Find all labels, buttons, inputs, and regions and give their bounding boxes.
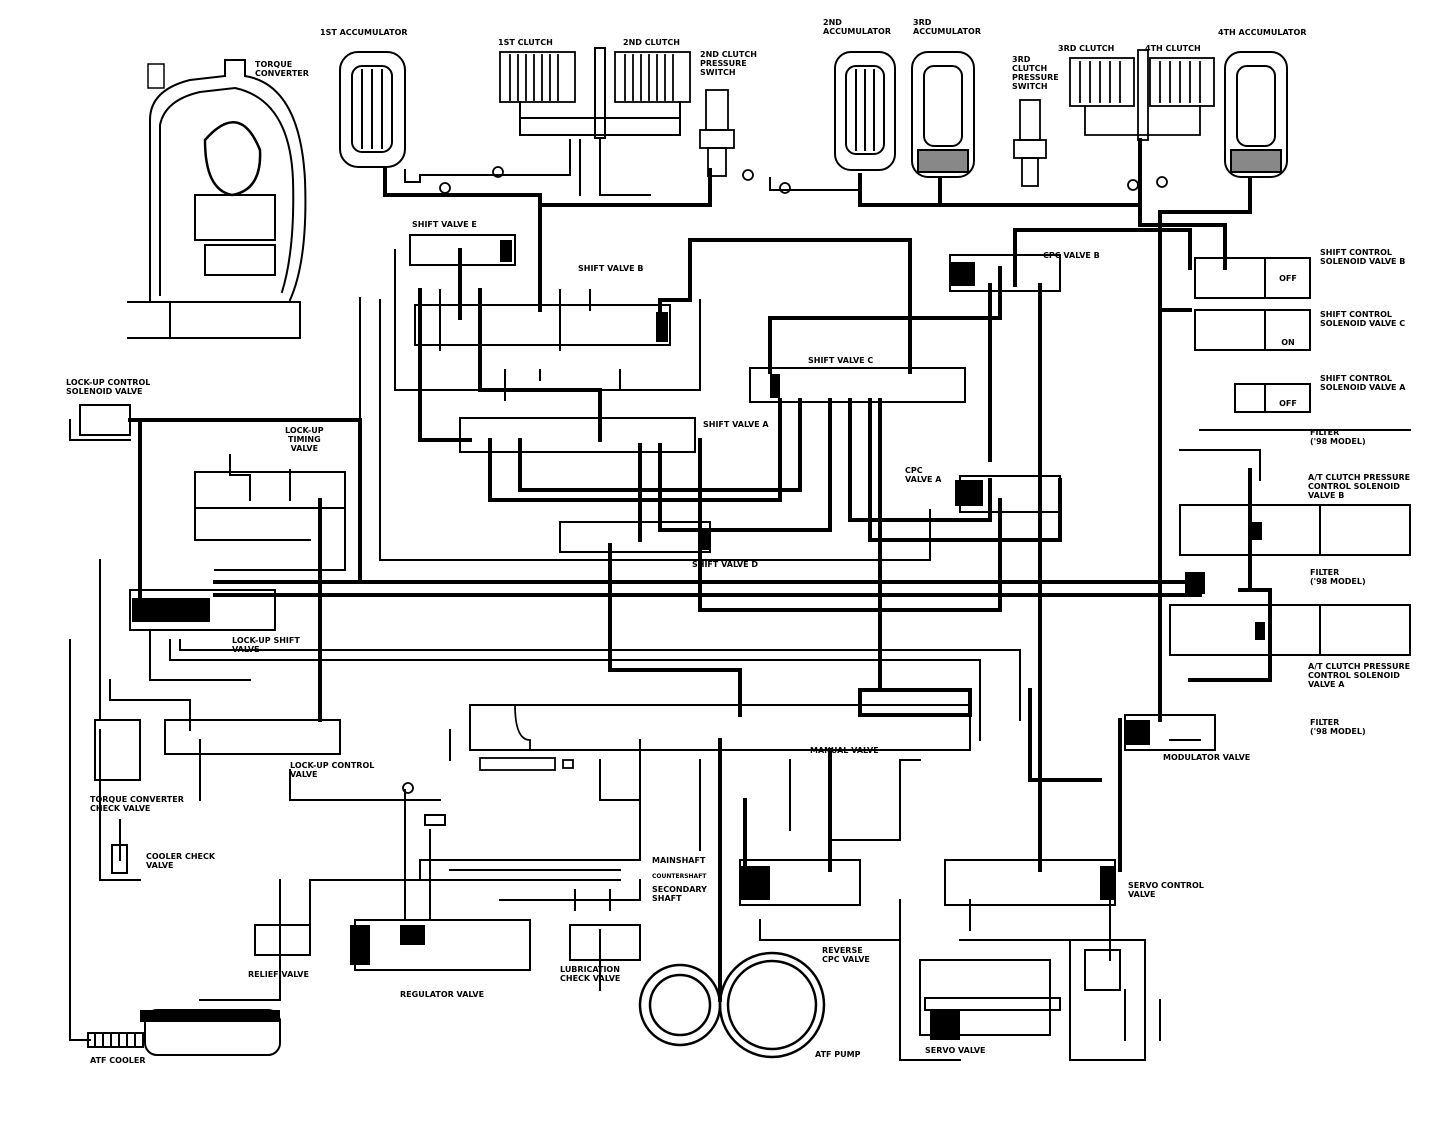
spool-ends [132, 240, 1265, 1040]
label-shift-valve-d: SHIFT VALVE D [692, 560, 759, 569]
label-third-accumulator: 3RD ACCUMULATOR [913, 18, 981, 36]
second-accumulator [834, 51, 896, 171]
third-fourth-clutch [1069, 49, 1215, 141]
label-lockup-timing-valve: LOCK-UP TIMING VALVE [285, 426, 324, 453]
clutch-housing [519, 47, 681, 139]
label-lockup-shift-valve: LOCK-UP SHIFT VALVE [232, 636, 300, 654]
pressure-gauges [402, 166, 1168, 794]
label-second-clutch-pressure-switch: 2ND CLUTCH PRESSURE SWITCH [700, 50, 757, 77]
solenoid-a-state: OFF [1279, 399, 1297, 408]
label-servo-valve: SERVO VALVE [925, 1046, 986, 1055]
second-clutch-pressure-switch [699, 89, 735, 177]
manual-valve-detent [479, 704, 574, 771]
solenoid-c-state: ON [1281, 338, 1295, 347]
label-lubrication-check-valve: LUBRICATION CHECK VALVE [560, 965, 621, 983]
label-shift-solenoid-b: SHIFT CONTROL SOLENOID VALVE B [1320, 248, 1406, 266]
label-filter-2: FILTER ('98 model) [1310, 568, 1366, 586]
label-shift-valve-c: SHIFT VALVE C [808, 356, 874, 365]
first-clutch [499, 51, 576, 103]
solenoid-bodies [79, 257, 1411, 656]
label-shift-valve-a: SHIFT VALVE A [703, 420, 769, 429]
label-manual-valve: MANUAL VALVE [810, 746, 879, 755]
fourth-accumulator [1224, 51, 1288, 178]
label-shift-solenoid-a: SHIFT CONTROL SOLENOID VALVE A [1320, 374, 1406, 392]
fluid-lines-light [69, 139, 1411, 1061]
label-fourth-clutch: 4TH CLUTCH [1145, 44, 1201, 53]
label-regulator-valve: REGULATOR VALVE [400, 990, 485, 999]
solenoid-b-state: OFF [1279, 274, 1297, 283]
check-valves [94, 719, 446, 874]
servo-valve [919, 939, 1161, 1061]
label-reverse-cpc-valve: REVERSE CPC VALVE [822, 946, 870, 964]
label-countershaft: COUNTERSHAFT [652, 873, 707, 880]
label-third-clutch: 3RD CLUTCH [1058, 44, 1115, 53]
label-atclutch-a: A/T CLUTCH PRESSURE CONTROL SOLENOID VAL… [1308, 662, 1411, 689]
atf-pump [638, 951, 826, 1059]
label-shift-valve-b: SHIFT VALVE B [578, 264, 644, 273]
label-lockup-control-valve: LOCK-UP CONTROL VALVE [290, 761, 375, 779]
label-first-clutch: 1ST CLUTCH [498, 38, 553, 47]
label-atf-cooler: ATF COOLER [90, 1056, 146, 1065]
label-fourth-accumulator: 4TH ACCUMULATOR [1218, 28, 1307, 37]
atf-cooler [87, 1009, 281, 1056]
label-secondary-shaft: SECONDARY SHAFT [652, 885, 707, 903]
third-clutch-pressure-switch [1013, 99, 1047, 187]
label-atf-pump: ATF PUMP [815, 1050, 861, 1059]
label-cpc-valve-b: CPC VALVE B [1043, 251, 1100, 260]
label-first-accumulator: 1ST ACCUMULATOR [320, 28, 408, 37]
label-mainshaft: MAINSHAFT [652, 856, 706, 865]
label-cpc-valve-a: CPC VALVE A [905, 466, 942, 484]
first-accumulator [339, 51, 406, 168]
third-accumulator [911, 51, 975, 178]
label-filter-1: FILTER ('98 model) [1310, 428, 1366, 446]
label-atclutch-b: A/T CLUTCH PRESSURE CONTROL SOLENOID VAL… [1308, 473, 1411, 500]
label-second-accumulator: 2ND ACCUMULATOR [823, 18, 891, 36]
label-cooler-check-valve: COOLER CHECK VALVE [146, 852, 216, 870]
label-filter-3: FILTER ('98 model) [1310, 718, 1366, 736]
label-modulator-valve: MODULATOR VALVE [1163, 753, 1251, 762]
label-servo-control-valve: SERVO CONTROL VALVE [1128, 881, 1204, 899]
torque-converter [127, 59, 307, 339]
label-shift-valve-e: SHIFT VALVE E [412, 220, 477, 229]
label-third-clutch-pressure-switch: 3RD CLUTCH PRESSURE SWITCH [1012, 55, 1059, 91]
label-shift-solenoid-c: SHIFT CONTROL SOLENOID VALVE C [1320, 310, 1406, 328]
second-clutch [614, 51, 691, 103]
label-torque-converter-check-valve: TORQUE CONVERTER CHECK VALVE [90, 795, 184, 813]
label-lockup-control-solenoid: LOCK-UP CONTROL SOLENOID VALVE [66, 378, 151, 396]
label-second-clutch: 2ND CLUTCH [623, 38, 680, 47]
label-torque-converter: TORQUE CONVERTER [255, 60, 309, 78]
label-relief-valve: RELIEF VALVE [248, 970, 309, 979]
